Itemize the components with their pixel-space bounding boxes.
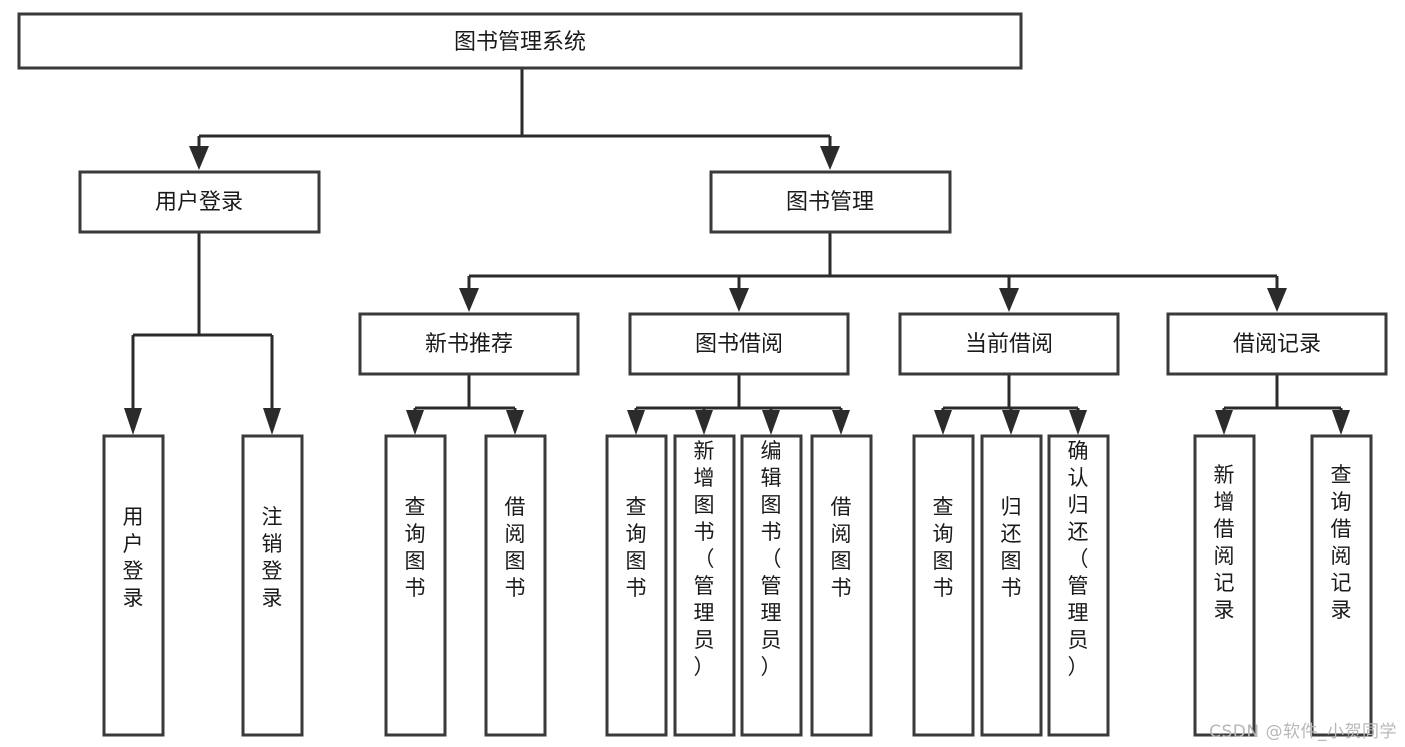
leaf-box — [912, 434, 975, 737]
arrowhead-leaf-bb-2 — [695, 410, 713, 435]
node-new-book-recommend-box — [358, 312, 580, 376]
arrowhead-book-borrow — [729, 288, 749, 312]
leaf-node-user-login-2[interactable]: 注销登录 — [241, 434, 304, 737]
node-borrow-record[interactable]: 借阅记录 — [1166, 312, 1388, 376]
leaf-node-current-borrow-1[interactable]: 查询图书 — [912, 434, 975, 737]
node-borrow-record-box — [1166, 312, 1388, 376]
leaf-box — [673, 434, 736, 737]
node-root-label: 图书管理系统 — [454, 30, 586, 55]
node-user-login-box — [78, 170, 321, 234]
node-book-borrow[interactable]: 图书借阅 — [628, 312, 850, 376]
node-current-borrow[interactable]: 当前借阅 — [898, 312, 1120, 376]
node-book-borrow-box — [628, 312, 850, 376]
node-current-borrow-box — [898, 312, 1120, 376]
leaf-node-book-borrow-4[interactable]: 借阅图书 — [810, 434, 873, 737]
arrowhead-leaf-cb-1 — [934, 410, 952, 435]
leaf-node-new-book-recommend-2[interactable]: 借阅图书 — [484, 434, 547, 737]
leaf-label: 新增图书（管理员） — [694, 439, 715, 679]
arrowhead-leaf-cb-2 — [1002, 410, 1020, 435]
leaf-label: 编辑图书（管理员） — [761, 439, 782, 679]
leaf-box — [1047, 434, 1110, 737]
node-root-book-management-system[interactable]: 图书管理系统 — [17, 12, 1023, 70]
leaf-node-new-book-recommend-1[interactable]: 查询图书 — [384, 434, 447, 737]
node-root-box — [17, 12, 1023, 70]
connector-layer — [124, 69, 1350, 435]
arrowhead-leaf-bb-1 — [627, 410, 645, 435]
node-user-login-label: 用户登录 — [155, 190, 243, 215]
leaf-node-book-borrow-3[interactable]: 编辑图书（管理员） — [740, 434, 803, 737]
arrowhead-leaf-bb-3 — [762, 410, 780, 435]
node-book-management-label: 图书管理 — [786, 190, 874, 215]
arrowhead-borrow-record — [1267, 288, 1287, 312]
leaf-label: 注销登录 — [262, 505, 283, 610]
leaf-box — [980, 434, 1043, 737]
leaf-box — [102, 434, 165, 737]
arrowhead-current-borrow — [999, 288, 1019, 312]
leaf-node-user-login-1[interactable]: 用户登录 — [102, 434, 165, 737]
leaf-label: 归还图书 — [1001, 495, 1022, 600]
leaf-node-book-borrow-2[interactable]: 新增图书（管理员） — [673, 434, 736, 737]
node-user-login[interactable]: 用户登录 — [78, 170, 321, 234]
leaf-label: 新增借阅记录 — [1214, 463, 1235, 622]
node-current-borrow-label: 当前借阅 — [965, 332, 1053, 357]
leaf-box — [810, 434, 873, 737]
leaf-label: 确认归还（管理员） — [1068, 439, 1089, 679]
leaf-node-current-borrow-2[interactable]: 归还图书 — [980, 434, 1043, 737]
leaf-node-borrow-record-1[interactable]: 新增借阅记录 — [1193, 434, 1256, 737]
node-new-book-recommend-label: 新书推荐 — [425, 332, 513, 357]
node-new-book-recommend[interactable]: 新书推荐 — [358, 312, 580, 376]
leaf-label: 查询图书 — [405, 495, 426, 600]
leaf-label: 借阅图书 — [505, 495, 526, 600]
arrowhead-leaf-nbr-2 — [506, 410, 524, 435]
leaf-label: 用户登录 — [123, 505, 144, 610]
leaf-node-borrow-record-2[interactable]: 查询借阅记录 — [1310, 434, 1373, 737]
leaf-box — [384, 434, 447, 737]
leaf-box — [605, 434, 668, 737]
node-borrow-record-label: 借阅记录 — [1233, 332, 1321, 357]
arrowhead-leaf-user-login-1 — [124, 408, 142, 435]
arrowhead-leaf-cb-3 — [1069, 410, 1087, 435]
leaf-box — [241, 434, 304, 737]
leaf-node-book-borrow-1[interactable]: 查询图书 — [605, 434, 668, 737]
node-book-borrow-label: 图书借阅 — [695, 332, 783, 357]
arrowhead-leaf-user-login-2 — [263, 408, 281, 435]
leaf-node-current-borrow-3[interactable]: 确认归还（管理员） — [1047, 434, 1110, 737]
leaf-box — [1193, 434, 1256, 737]
arrowhead-leaf-nbr-1 — [406, 410, 424, 435]
leaf-box — [1310, 434, 1373, 737]
node-book-management-box — [709, 170, 952, 234]
arrowhead-leaf-bb-4 — [832, 410, 850, 435]
arrowhead-leaf-br-1 — [1215, 410, 1233, 435]
leaf-label: 查询图书 — [626, 495, 647, 600]
leaf-box — [740, 434, 803, 737]
leaf-label: 查询图书 — [933, 495, 954, 600]
arrowhead-user-login — [189, 146, 209, 170]
leaf-box — [484, 434, 547, 737]
csdn-watermark: CSDN @软件_小贺同学 — [1209, 722, 1397, 742]
arrowhead-book-manage — [820, 146, 840, 170]
node-book-management[interactable]: 图书管理 — [709, 170, 952, 234]
arrowhead-leaf-br-2 — [1332, 410, 1350, 435]
leaf-label: 查询借阅记录 — [1331, 463, 1352, 622]
arrowhead-new-book-recommend — [459, 288, 479, 312]
leaf-label: 借阅图书 — [831, 495, 852, 600]
